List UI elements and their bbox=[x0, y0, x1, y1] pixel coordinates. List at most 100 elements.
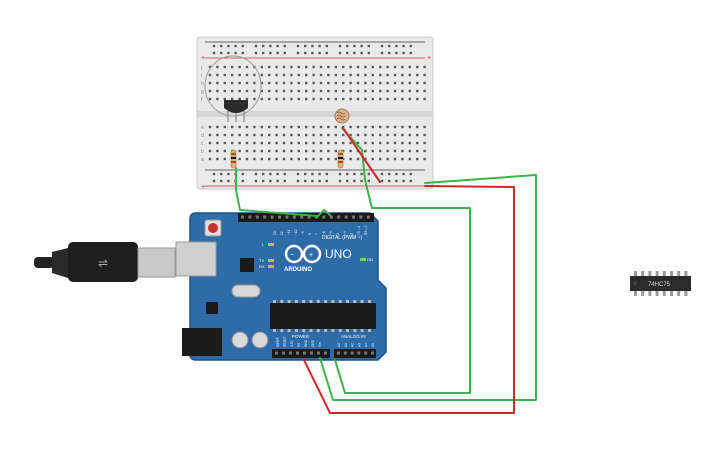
breadboard-hole[interactable] bbox=[305, 157, 308, 161]
breadboard-hole[interactable] bbox=[260, 89, 263, 93]
breadboard-hole[interactable] bbox=[401, 81, 404, 85]
breadboard-hole[interactable] bbox=[379, 133, 382, 137]
breadboard-hole[interactable] bbox=[245, 133, 249, 137]
breadboard-hole[interactable] bbox=[268, 149, 271, 153]
breadboard-hole[interactable] bbox=[238, 97, 241, 101]
breadboard-hole[interactable] bbox=[342, 149, 345, 153]
breadboard-hole[interactable] bbox=[386, 157, 389, 161]
breadboard-hole[interactable] bbox=[268, 89, 271, 93]
breadboard-hole[interactable] bbox=[268, 81, 271, 85]
rail-hole[interactable] bbox=[276, 179, 279, 183]
rail-hole[interactable] bbox=[220, 44, 223, 48]
breadboard-hole[interactable] bbox=[356, 65, 360, 69]
breadboard-hole[interactable] bbox=[223, 81, 226, 85]
breadboard-hole[interactable] bbox=[423, 81, 426, 85]
rail-hole[interactable] bbox=[276, 172, 279, 176]
breadboard-hole[interactable] bbox=[319, 89, 323, 93]
rail-hole[interactable] bbox=[395, 44, 398, 48]
breadboard-hole[interactable] bbox=[349, 81, 352, 85]
breadboard-hole[interactable] bbox=[408, 97, 411, 101]
wire-red-5v[interactable] bbox=[303, 185, 515, 414]
rail-hole[interactable] bbox=[283, 179, 286, 183]
rail-hole[interactable] bbox=[360, 44, 363, 48]
breadboard-hole[interactable] bbox=[349, 97, 352, 101]
breadboard-hole[interactable] bbox=[364, 73, 367, 77]
rail-hole[interactable] bbox=[409, 172, 412, 176]
breadboard-hole[interactable] bbox=[416, 89, 419, 93]
rail-hole[interactable] bbox=[283, 51, 286, 55]
power-header[interactable] bbox=[272, 349, 330, 358]
photoresistor[interactable] bbox=[334, 108, 350, 124]
breadboard-hole[interactable] bbox=[245, 73, 249, 77]
breadboard-hole[interactable] bbox=[349, 89, 352, 93]
breadboard-hole[interactable] bbox=[319, 81, 323, 85]
digital-header[interactable] bbox=[238, 213, 374, 222]
rail-hole[interactable] bbox=[402, 44, 405, 48]
breadboard-hole[interactable] bbox=[342, 73, 345, 77]
rail-hole[interactable] bbox=[311, 51, 314, 55]
rail-hole[interactable] bbox=[227, 44, 230, 48]
rail-hole[interactable] bbox=[304, 51, 307, 55]
temperature-sensor[interactable] bbox=[204, 55, 262, 122]
breadboard-hole[interactable] bbox=[275, 73, 278, 77]
breadboard-hole[interactable] bbox=[386, 133, 389, 137]
breadboard-hole[interactable] bbox=[416, 157, 419, 161]
breadboard-hole[interactable] bbox=[408, 65, 411, 69]
breadboard-hole[interactable] bbox=[216, 73, 219, 77]
breadboard-hole[interactable] bbox=[401, 133, 404, 137]
breadboard-hole[interactable] bbox=[253, 89, 256, 93]
breadboard-hole[interactable] bbox=[423, 133, 426, 137]
breadboard-hole[interactable] bbox=[275, 149, 278, 153]
breadboard-hole[interactable] bbox=[334, 81, 337, 85]
rail-hole[interactable] bbox=[212, 44, 216, 48]
breadboard-hole[interactable] bbox=[297, 81, 300, 85]
rail-hole[interactable] bbox=[241, 51, 244, 55]
rail-hole[interactable] bbox=[262, 179, 265, 183]
breadboard-hole[interactable] bbox=[290, 149, 293, 153]
breadboard-hole[interactable] bbox=[401, 125, 404, 129]
breadboard-hole[interactable] bbox=[290, 81, 293, 85]
breadboard-hole[interactable] bbox=[216, 81, 219, 85]
breadboard-hole[interactable] bbox=[364, 97, 367, 101]
breadboard-hole[interactable] bbox=[379, 149, 382, 153]
breadboard-hole[interactable] bbox=[342, 65, 345, 69]
breadboard-hole[interactable] bbox=[223, 149, 226, 153]
breadboard-hole[interactable] bbox=[393, 89, 397, 93]
ic-74hc75[interactable]: 74HC75 bbox=[630, 271, 691, 296]
breadboard-hole[interactable] bbox=[268, 65, 271, 69]
breadboard-hole[interactable] bbox=[312, 81, 315, 85]
rail-hole[interactable] bbox=[269, 172, 272, 176]
breadboard-hole[interactable] bbox=[216, 125, 219, 129]
rail-hole[interactable] bbox=[262, 44, 265, 48]
breadboard-hole[interactable] bbox=[297, 97, 300, 101]
breadboard-hole[interactable] bbox=[268, 157, 271, 161]
breadboard-hole[interactable] bbox=[260, 65, 263, 69]
breadboard-hole[interactable] bbox=[416, 65, 419, 69]
breadboard-hole[interactable] bbox=[319, 157, 323, 161]
breadboard-hole[interactable] bbox=[253, 141, 256, 145]
reset-button[interactable] bbox=[208, 223, 218, 233]
breadboard-hole[interactable] bbox=[208, 149, 212, 153]
breadboard-hole[interactable] bbox=[393, 73, 397, 77]
breadboard-hole[interactable] bbox=[386, 141, 389, 145]
breadboard-hole[interactable] bbox=[208, 73, 212, 77]
breadboard-hole[interactable] bbox=[305, 133, 308, 137]
breadboard-hole[interactable] bbox=[423, 97, 426, 101]
breadboard-hole[interactable] bbox=[393, 141, 397, 145]
breadboard-hole[interactable] bbox=[305, 65, 308, 69]
rail-hole[interactable] bbox=[269, 179, 272, 183]
breadboard-hole[interactable] bbox=[423, 141, 426, 145]
breadboard-hole[interactable] bbox=[245, 81, 249, 85]
breadboard-hole[interactable] bbox=[386, 97, 389, 101]
breadboard-hole[interactable] bbox=[231, 81, 234, 85]
breadboard-hole[interactable] bbox=[312, 141, 315, 145]
breadboard-hole[interactable] bbox=[342, 141, 345, 145]
rail-hole[interactable] bbox=[241, 44, 244, 48]
breadboard-hole[interactable] bbox=[364, 149, 367, 153]
breadboard-hole[interactable] bbox=[208, 141, 212, 145]
breadboard-hole[interactable] bbox=[275, 97, 278, 101]
breadboard-hole[interactable] bbox=[253, 133, 256, 137]
breadboard-hole[interactable] bbox=[371, 73, 374, 77]
breadboard-hole[interactable] bbox=[312, 73, 315, 77]
usb-b-port[interactable] bbox=[175, 241, 217, 277]
